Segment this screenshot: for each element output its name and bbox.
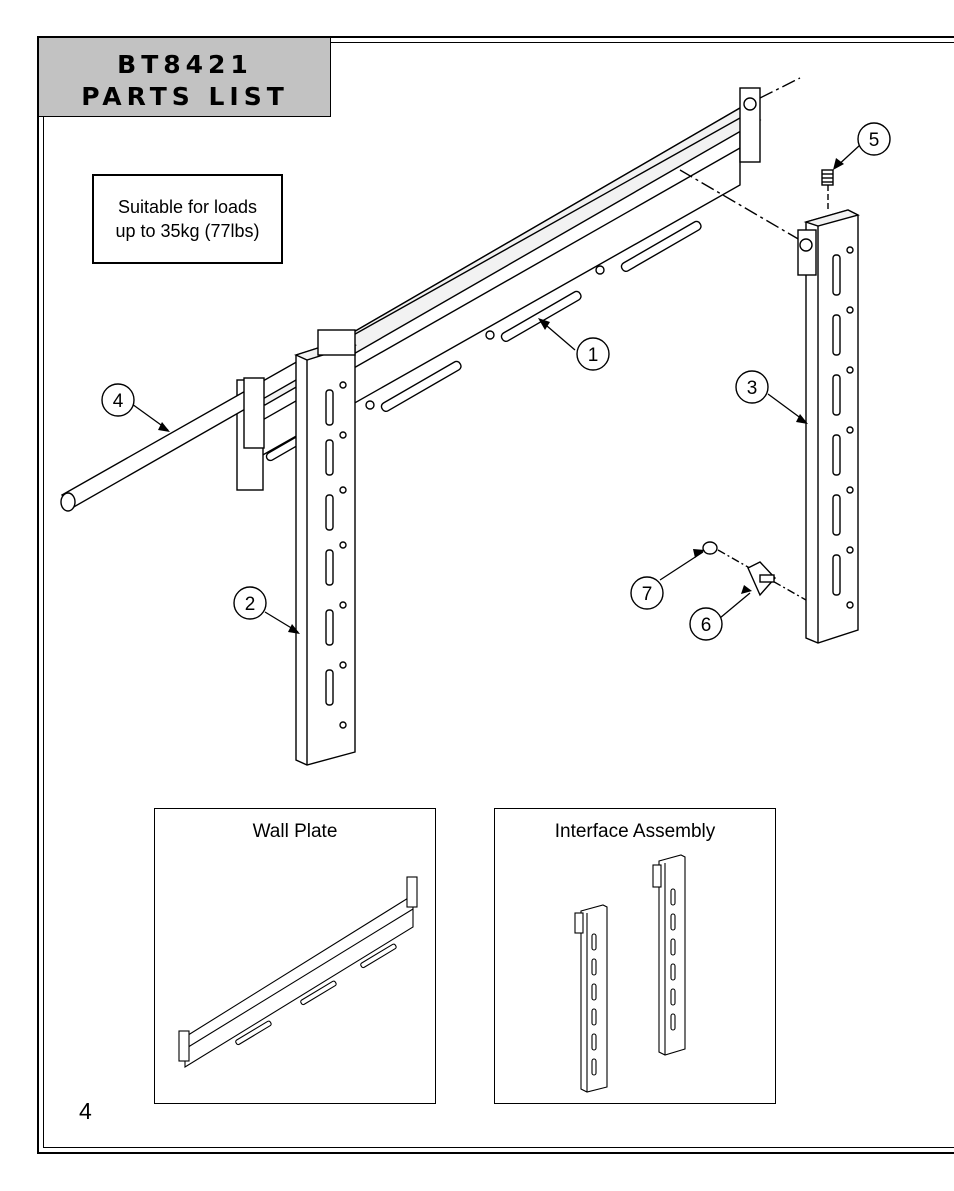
svg-text:3: 3 [747, 378, 758, 399]
page-frame-outer [37, 36, 954, 1154]
svg-text:2: 2 [245, 594, 256, 615]
page-number: 4 [79, 1098, 92, 1124]
model-number: BT8421 [117, 50, 253, 79]
wall-plate-inset: Wall Plate [154, 808, 436, 1104]
interface-assembly-drawing [574, 854, 686, 1093]
wall-plate-label: Wall Plate [252, 821, 338, 842]
svg-text:4: 4 [113, 391, 124, 412]
callout-7: 7 [630, 576, 664, 610]
title-box: BT8421 PARTS LIST [39, 38, 331, 117]
load-note-line-2: up to 35kg (77lbs) [115, 221, 260, 241]
callout-5: 5 [857, 122, 891, 156]
svg-text:5: 5 [869, 130, 880, 151]
callout-4: 4 [101, 383, 135, 417]
page-frame-inner [43, 42, 954, 1148]
locking-knob [747, 561, 776, 597]
right-interface-bracket [797, 209, 860, 644]
svg-text:1: 1 [588, 345, 599, 366]
interface-assembly-inset: Interface Assembly [494, 808, 776, 1104]
callout-2: 2 [233, 586, 267, 620]
wall-plate-rail [236, 87, 762, 491]
svg-text:6: 6 [701, 615, 712, 636]
svg-text:7: 7 [642, 584, 653, 605]
left-interface-bracket [243, 329, 358, 766]
wall-plate-drawing [178, 876, 418, 1068]
set-screw [821, 169, 834, 186]
callout-3: 3 [735, 370, 769, 404]
callout-6: 6 [689, 607, 723, 641]
callout-1: 1 [576, 337, 610, 371]
section-title: PARTS LIST [81, 82, 289, 111]
interface-assembly-label: Interface Assembly [554, 821, 716, 842]
end-cap [702, 541, 718, 555]
load-note-line-1: Suitable for loads [117, 197, 258, 217]
load-rating-note: Suitable for loads up to 35kg (77lbs) [92, 174, 283, 264]
